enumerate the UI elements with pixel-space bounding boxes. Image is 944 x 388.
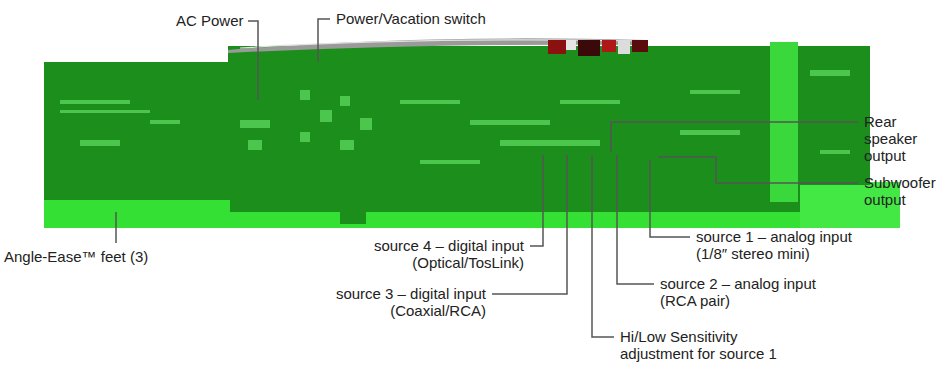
- leader-line: [650, 160, 690, 237]
- callout-label: Power/Vacation switch: [336, 10, 486, 27]
- device-body: [44, 38, 900, 228]
- texture-bit: [680, 130, 740, 135]
- texture-bit: [810, 70, 850, 76]
- panel-face: [44, 46, 870, 212]
- texture-bit: [400, 100, 460, 104]
- callout-label: Angle-Ease™ feet (3): [4, 248, 148, 265]
- panel-texture: [60, 70, 850, 164]
- texture-bit: [340, 140, 354, 150]
- texture-bit: [470, 120, 550, 125]
- grille-patch: [566, 40, 576, 50]
- leader-line: [492, 155, 567, 294]
- leader-line: [617, 155, 654, 284]
- texture-bit: [150, 120, 180, 124]
- leader-line: [530, 155, 543, 246]
- texture-bit: [340, 96, 350, 106]
- texture-bit: [320, 110, 332, 122]
- texture-bit: [820, 150, 850, 154]
- leader-line: [318, 19, 330, 62]
- texture-bit: [60, 100, 130, 104]
- texture-bit: [420, 160, 480, 164]
- leader-lines: [116, 19, 858, 337]
- texture-bit: [240, 120, 270, 128]
- foot-shadow: [340, 200, 366, 224]
- texture-bit: [300, 90, 310, 100]
- leader-line: [248, 21, 258, 100]
- grille-patch: [618, 40, 630, 54]
- texture-bit: [80, 140, 120, 146]
- texture-bit: [300, 132, 310, 142]
- texture-bit: [60, 110, 150, 113]
- leader-line: [115, 212, 117, 243]
- grille-patch: [602, 40, 616, 52]
- callout-label: source 3 – digital input (Coaxial/RCA): [296, 285, 486, 319]
- grille-patch: [578, 40, 600, 56]
- texture-bit: [500, 140, 600, 146]
- callout-label: source 1 – analog input (1/8″ stereo min…: [696, 228, 871, 262]
- callout-label: source 4 – digital input (Optical/TosLin…: [334, 237, 524, 271]
- grille-patch: [548, 40, 566, 54]
- texture-bit: [360, 118, 372, 130]
- callout-label: Rear speaker output: [864, 113, 940, 164]
- callout-label: Subwoofer output: [864, 174, 940, 208]
- callout-label: Hi/Low Sensitivity adjustment for source…: [620, 328, 795, 362]
- callout-label: source 2 – analog input (RCA pair): [660, 275, 835, 309]
- leader-line: [592, 155, 614, 337]
- texture-bit: [248, 140, 262, 150]
- grille-patch: [632, 40, 648, 52]
- leader-line: [658, 157, 858, 183]
- texture-bit: [690, 90, 740, 94]
- leader-line: [611, 122, 858, 152]
- texture-bit: [560, 100, 620, 104]
- callout-label: AC Power: [176, 12, 244, 29]
